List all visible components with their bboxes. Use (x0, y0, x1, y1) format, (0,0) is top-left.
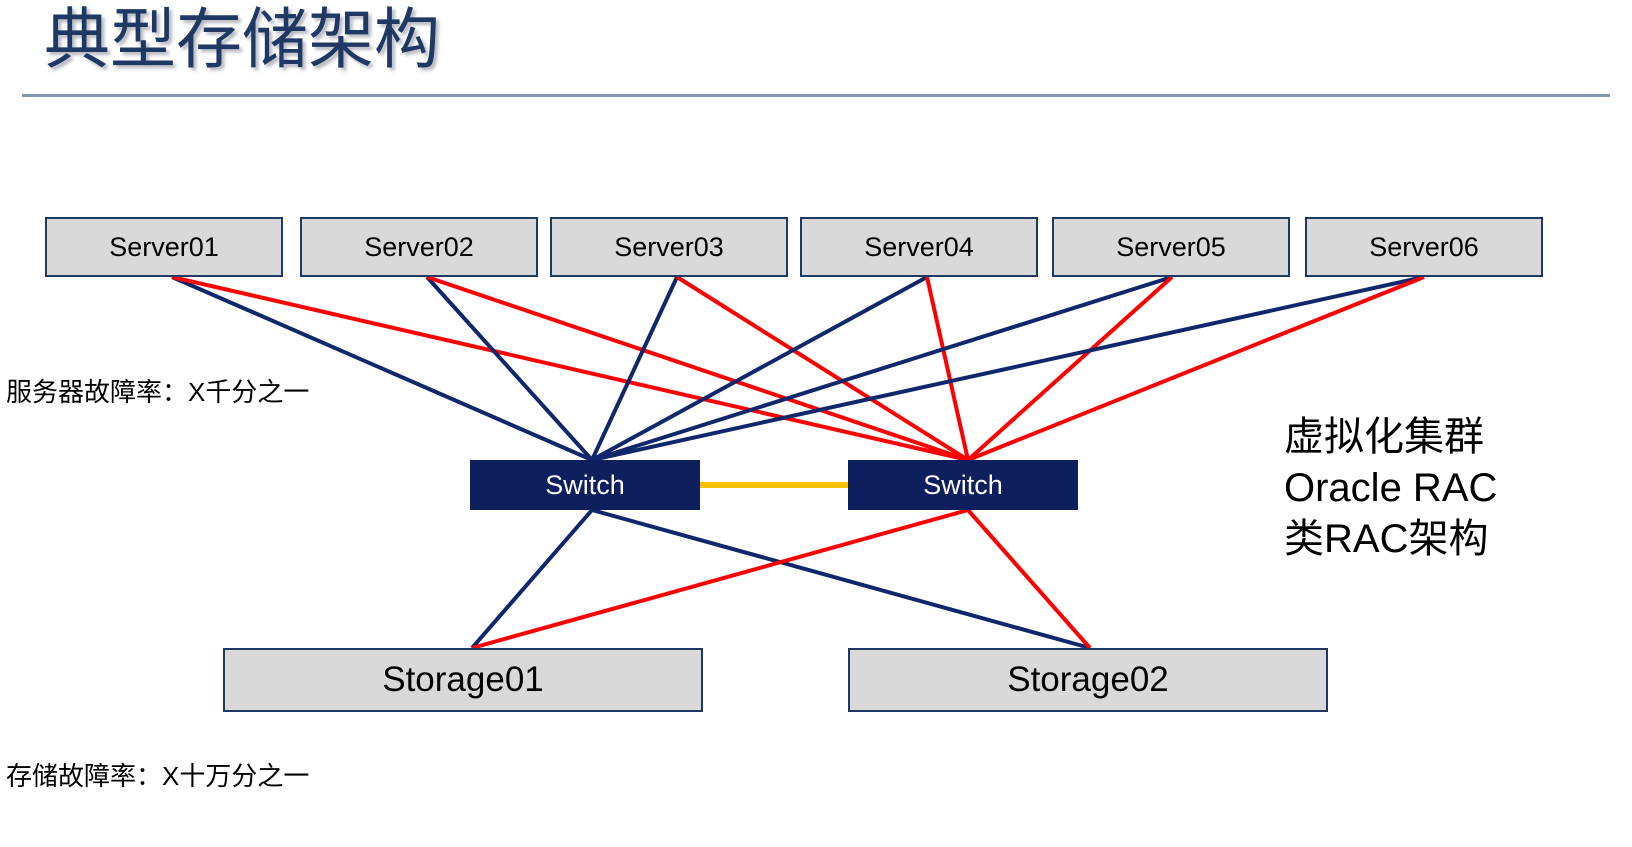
switch-node-label: Switch (545, 469, 625, 500)
connection-line (591, 508, 1091, 650)
switch-to-storage-links (470, 508, 1092, 650)
server-node-1[interactable]: Server01 (45, 217, 283, 277)
server-node-label: Server02 (364, 231, 474, 262)
connection-line (426, 275, 969, 462)
cluster-type-line-3: 类RAC架构 (1284, 517, 1489, 562)
server-failure-rate-note: 服务器故障率：X千分之一 (6, 377, 310, 407)
server-node-4[interactable]: Server04 (800, 217, 1038, 277)
server-node-label: Server01 (109, 231, 219, 262)
switch-node-2[interactable]: Switch (848, 460, 1078, 510)
connection-line (171, 275, 593, 462)
storage-node-label: Storage01 (382, 660, 544, 699)
cluster-type-line-1: 虚拟化集群 (1284, 415, 1484, 459)
connection-line (675, 275, 970, 462)
connection-line (471, 508, 969, 650)
switch-node-label: Switch (923, 469, 1003, 500)
connection-line (591, 275, 1425, 462)
switch-node-1[interactable]: Switch (470, 460, 700, 510)
title-divider (22, 94, 1610, 97)
connection-line (925, 276, 970, 461)
storage-node-1[interactable]: Storage01 (223, 648, 703, 712)
server-node-2[interactable]: Server02 (300, 217, 538, 277)
storage-node-label: Storage02 (1007, 660, 1169, 699)
server-node-5[interactable]: Server05 (1052, 217, 1290, 277)
connection-line (171, 275, 969, 462)
connection-line (966, 275, 1174, 462)
server-node-label: Server03 (614, 231, 724, 262)
server-node-label: Server04 (864, 231, 974, 262)
connection-line (590, 276, 679, 461)
server-node-label: Server06 (1369, 231, 1479, 262)
connection-line (966, 508, 1092, 650)
connection-line (425, 275, 594, 462)
connection-line (470, 508, 594, 650)
server-to-switch-links (171, 275, 1425, 462)
storage-node-2[interactable]: Storage02 (848, 648, 1328, 712)
server-node-label: Server05 (1116, 231, 1226, 262)
storage-failure-rate-note: 存储故障率：X十万分之一 (6, 761, 310, 791)
connection-line (591, 275, 928, 462)
server-node-3[interactable]: Server03 (550, 217, 788, 277)
cluster-type-note: 虚拟化集群 Oracle RAC 类RAC架构 (1284, 412, 1497, 566)
server-node-6[interactable]: Server06 (1305, 217, 1543, 277)
page-title: 典型存储架构 (44, 2, 440, 76)
connection-line (591, 275, 1173, 462)
cluster-type-line-2: Oracle RAC (1284, 466, 1498, 511)
connection-line (967, 275, 1425, 462)
